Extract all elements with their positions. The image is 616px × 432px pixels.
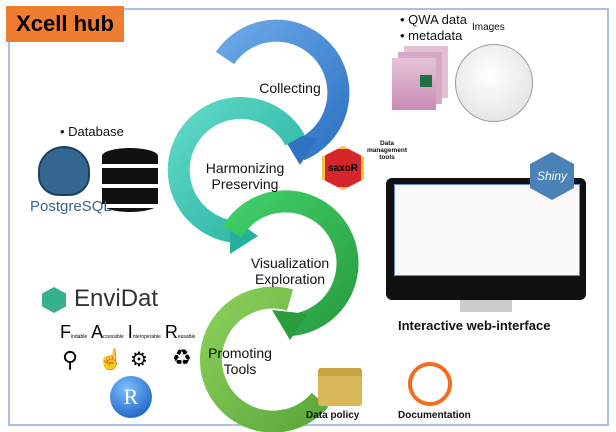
- fair-accessible: Accessible: [91, 322, 124, 342]
- magnifier-icon: ⚲: [62, 347, 79, 372]
- web-interface-screenshot: [394, 184, 580, 276]
- metadata-bullet: • metadata: [400, 28, 463, 43]
- database-bullet: • Database: [60, 124, 124, 139]
- stage-collecting: Collecting: [259, 80, 321, 96]
- arc-harmonizing: [167, 97, 305, 243]
- postgresql-elephant-icon: [38, 146, 90, 196]
- recycle-icon: ♻: [172, 345, 192, 370]
- monitor-stand: [460, 300, 512, 312]
- arc-visualization: [222, 190, 359, 336]
- fair-findable: Findable: [60, 322, 88, 342]
- arrow-visualization: [272, 310, 308, 340]
- arc-promoting: [199, 286, 329, 432]
- folder-icon: [318, 368, 362, 406]
- data-management-label: Data management tools: [366, 140, 408, 161]
- documentation-label: Documentation: [398, 410, 471, 421]
- stage-visualization: Visualization Exploration: [250, 255, 330, 287]
- envidat-logo: EnviDat: [74, 285, 159, 312]
- documentation-icon: [408, 362, 452, 406]
- arc-collecting: [215, 19, 350, 161]
- gears-icon: ⚙: [130, 349, 148, 371]
- frame: [8, 8, 609, 426]
- envidat-logo-icon: [42, 287, 66, 313]
- images-label: Images: [472, 22, 505, 33]
- stage-harmonizing: Harmonizing Preserving: [205, 160, 285, 192]
- shiny-text: Shiny: [536, 169, 568, 183]
- fair-interoperable: Interoperable: [127, 322, 161, 342]
- r-logo: R: [110, 376, 152, 418]
- fair-reusable: Reusable: [164, 322, 196, 342]
- title-badge: Xcell hub: [6, 6, 124, 42]
- stage-promoting: Promoting Tools: [208, 345, 272, 377]
- postgresql-logo: PostgreSQL: [30, 198, 112, 215]
- web-interface-label: Interactive web-interface: [398, 318, 551, 333]
- pointer-hand-icon: ☝: [98, 349, 123, 371]
- excel-icon: [420, 75, 432, 87]
- data-policy-label: Data policy: [306, 410, 360, 421]
- r-logo-text: R: [123, 384, 139, 409]
- globe-map-icon: [455, 44, 533, 122]
- fair-principles: Findable Accessible Interoperable Reusab…: [60, 322, 195, 343]
- qwa-bullet: • QWA data: [400, 12, 467, 27]
- database-icon: [102, 148, 158, 212]
- saxor-text: saxoR: [327, 162, 358, 174]
